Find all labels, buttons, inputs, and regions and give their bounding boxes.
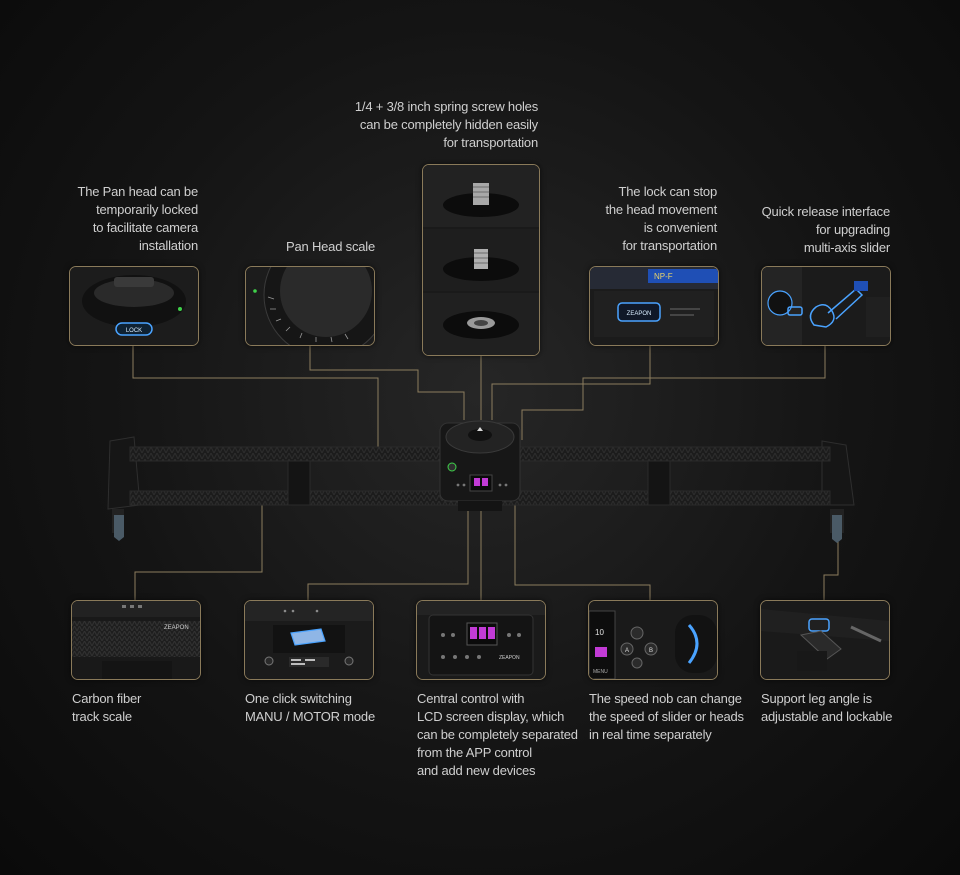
caption-carbon-fiber: Carbon fiber track scale (72, 691, 142, 724)
brand-label-carbon: ZEAPON (164, 625, 189, 631)
detail-pan-lock: LOCK (69, 266, 199, 346)
lock-button-label: LOCK (126, 328, 142, 334)
caption-lock-stop: The lock can stop the head movement is c… (605, 184, 717, 253)
caption-screw-holes: 1/4 + 3/8 inch spring screw holes can be… (354, 99, 538, 150)
detail-screw-holes (422, 164, 540, 356)
caption-speed-knob: The speed nob can change the speed of sl… (589, 691, 744, 742)
brand-label-lock: ZEAPON (627, 311, 652, 317)
battery-label: NP-F (654, 272, 673, 281)
brand-label-central: ZEAPON (499, 655, 520, 661)
detail-lock-stop: NP-F ZEAPON (589, 266, 719, 346)
caption-central-control: Central control with LCD screen display,… (417, 691, 578, 778)
detail-quick-release (761, 266, 891, 346)
detail-carbon-fiber: ZEAPON (71, 600, 201, 680)
caption-pan-scale: Pan Head scale (286, 239, 375, 254)
menu-label: MENU (593, 669, 608, 675)
knob-a-label: A (625, 648, 629, 654)
detail-central-control: ZEAPON (416, 600, 546, 680)
caption-mode-switch: One click switching MANU / MOTOR mode (245, 691, 375, 724)
detail-pan-scale (245, 266, 375, 346)
caption-quick-release: Quick release interface for upgrading mu… (761, 204, 891, 255)
speed-value: 10 (595, 628, 604, 637)
caption-pan-lock: The Pan head can be temporarily locked t… (77, 184, 198, 253)
knob-b-label: B (649, 648, 653, 654)
camera-slider (100, 405, 860, 555)
caption-support-leg: Support leg angle is adjustable and lock… (761, 691, 893, 724)
detail-support-leg (760, 600, 890, 680)
detail-speed-knob: 10 MENU A B (588, 600, 718, 680)
detail-mode-switch (244, 600, 374, 680)
